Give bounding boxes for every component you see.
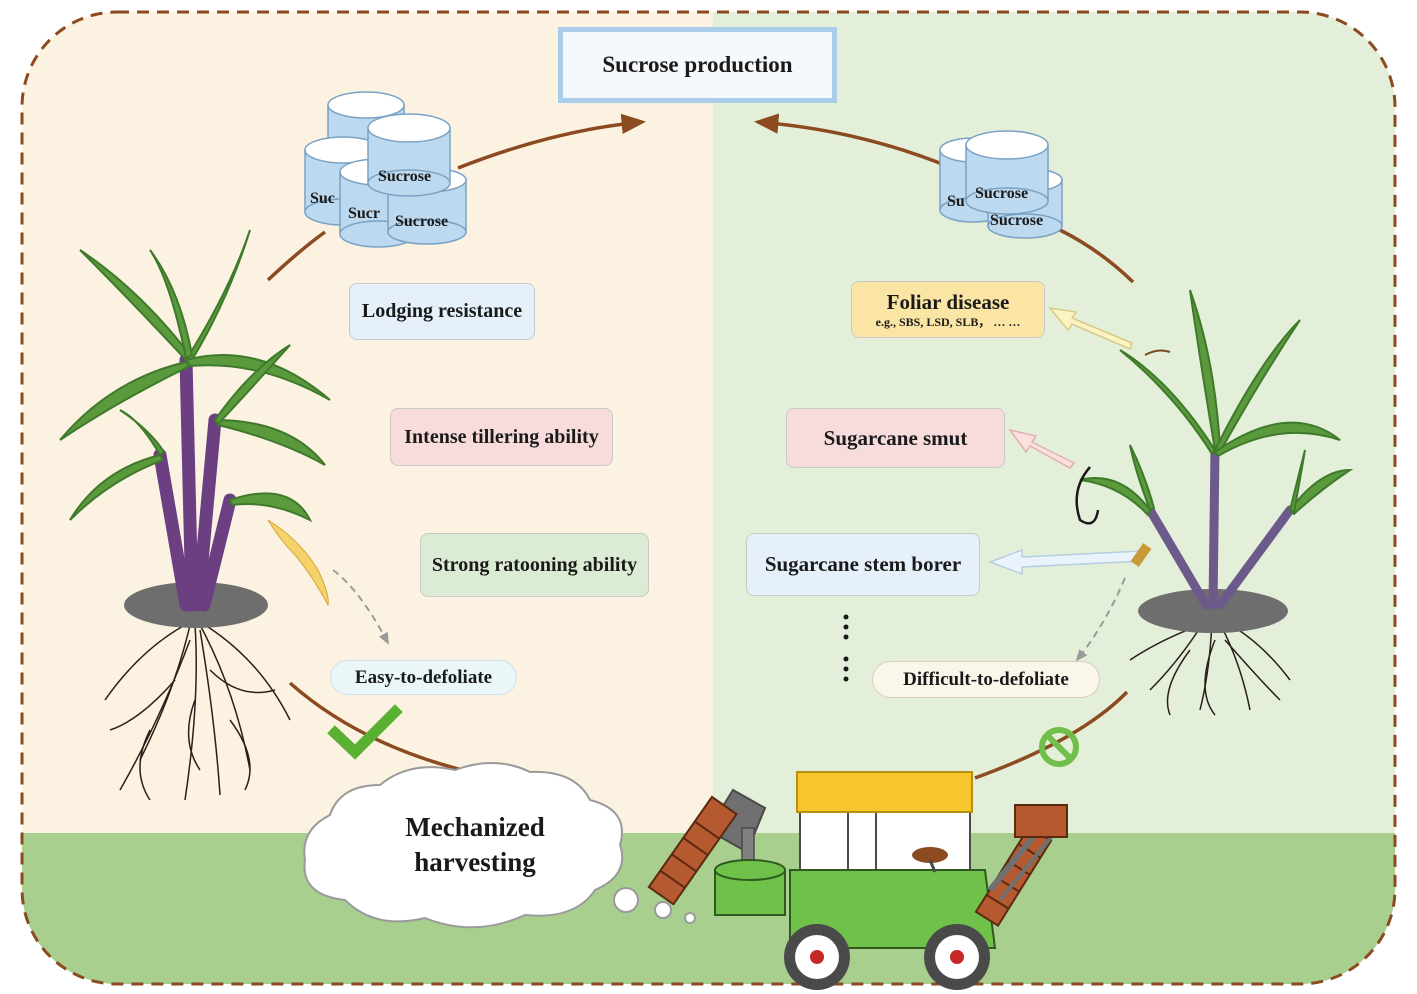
left-sugarcane-plant [59,229,331,801]
harvester-roof [796,771,973,813]
thought-cloud [303,761,696,929]
sucrose-label-right-3: Su [947,193,965,210]
mechanized-harvesting-line-1: Mechanized [405,811,545,842]
right-harvest-line [974,690,1129,780]
harvester-left-elevator [647,795,738,906]
left-plant-to-sucrose-line [266,230,327,282]
right-sucrose-stack [939,130,1063,239]
right-plant-to-sucrose-line [1059,228,1135,284]
stem-borer-box: Sugarcane stem borer [746,533,980,596]
mechanized-harvesting-label: Mechanized harvesting [330,800,620,890]
sugarcane-smut-box: Sugarcane smut [786,408,1005,468]
harvester-rear-wheel [784,924,850,990]
right-soil-patch [1138,589,1288,633]
sucrose-label-right-1: Sucrose [975,185,1029,202]
sucrose-label-right-2: Sucrose [990,212,1044,229]
sucrose-production-title: Sucrose production [558,27,837,103]
ground [22,833,1395,984]
easy-to-defoliate-label: Easy-to-defoliate [330,660,517,695]
ratooning-ability-box: Strong ratooning ability [420,533,649,597]
sucrose-label-left-3: Sucrose [395,213,449,230]
pointer-arrows [987,306,1143,576]
falling-leaf-icon [267,519,329,607]
more-items-dots [843,614,849,682]
foliar-pointer-arrow [1048,306,1133,351]
tillering-ability-box: Intense tillering ability [390,408,613,466]
sucrose-label-left-2: Sucr [348,205,380,222]
dashed-frame [20,10,1397,986]
smut-pointer-arrow [1008,428,1076,469]
harvester-cab [799,809,971,871]
sucrose-label-left-1: Sucrose [378,168,432,185]
borer-pointer-arrow [987,548,1143,576]
lodging-resistance-box: Lodging resistance [349,283,535,340]
sucrose-label-left-4: Suc [310,190,335,207]
left-sucrose-arrow [457,113,647,170]
leaf-lesion [1144,349,1171,356]
harvester-steering-wheel [912,847,948,863]
foliar-disease-box: Foliar disease e.g., SBS, LSD, SLB， … … [851,281,1045,338]
right-sucrose-arrow [753,113,953,170]
foliar-disease-examples: e.g., SBS, LSD, SLB， … … [875,314,1021,329]
right-sugarcane-plant [1075,289,1354,716]
harvester [647,771,1068,990]
smut-whip [1075,466,1100,525]
right-leaf-drop-arrow [1075,577,1126,662]
left-leaf-drop-arrow [332,569,389,645]
stem-borer-larva [1130,543,1152,567]
left-sucrose-stack [304,91,467,248]
foliar-disease-title: Foliar disease [886,289,1010,314]
checkmark-icon [327,704,403,760]
harvester-front-wheel [924,924,990,990]
prohibited-icon [1039,727,1079,767]
cycle-arrows [266,113,1135,780]
mechanized-harvesting-line-2: harvesting [414,847,536,877]
difficult-to-defoliate-label: Difficult-to-defoliate [872,661,1100,698]
